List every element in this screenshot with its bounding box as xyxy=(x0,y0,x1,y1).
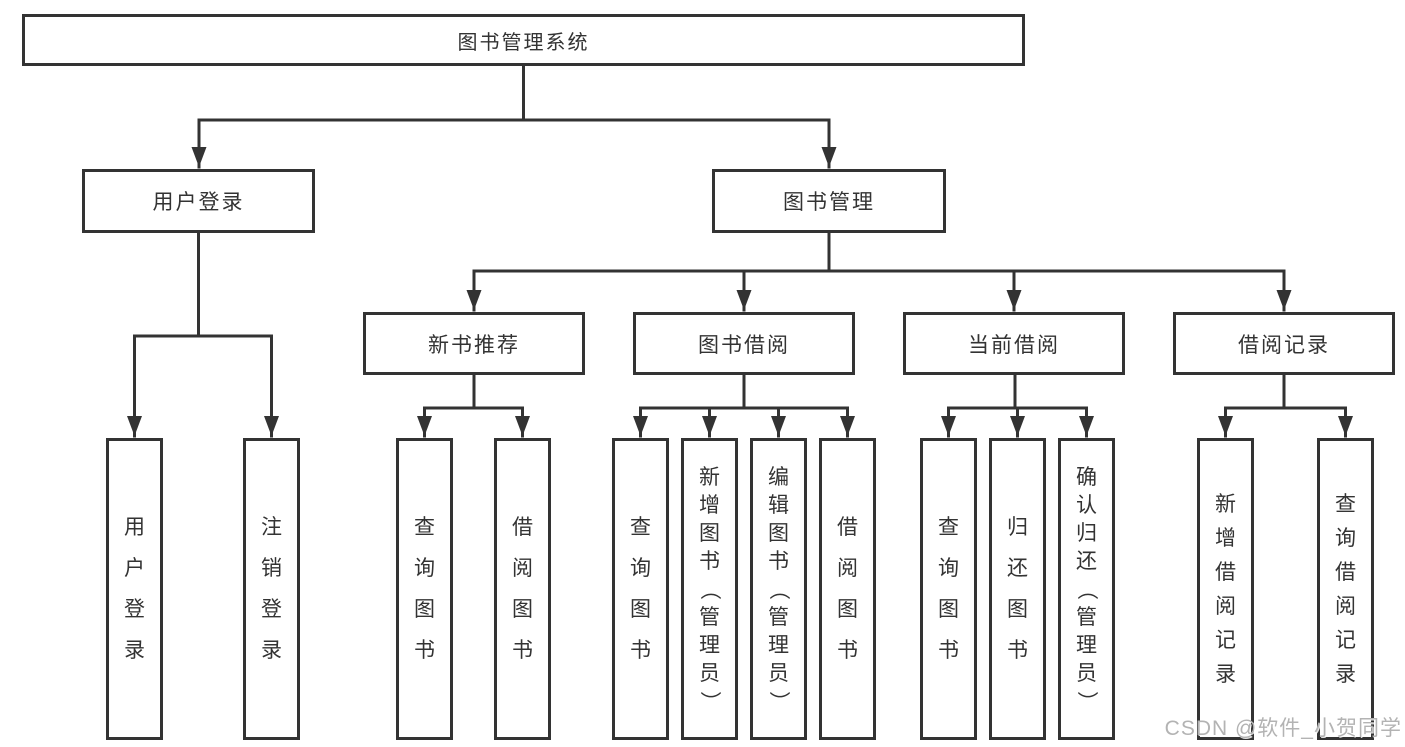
connector-root-to-level2 xyxy=(191,64,837,169)
leaf-add-books-admin: 新增图书（管理员） xyxy=(681,438,738,740)
leaf-return-books: 归还图书 xyxy=(989,438,1046,740)
node-library-management-system: 图书管理系统 xyxy=(22,14,1025,66)
leaf-query-books-current: 查询图书 xyxy=(920,438,977,740)
node-label: 新增借阅记录 xyxy=(1215,492,1236,686)
leaf-logout: 注销登录 xyxy=(243,438,300,740)
watermark: CSDN @软件_小贺同学 xyxy=(1164,717,1402,740)
leaf-add-borrow-record: 新增借阅记录 xyxy=(1197,438,1254,740)
node-label: 归还图书 xyxy=(1007,516,1028,662)
node-label: 借阅图书 xyxy=(837,516,858,662)
leaf-borrow-books-recommend: 借阅图书 xyxy=(494,438,551,740)
node-label: 新增图书（管理员） xyxy=(698,465,721,712)
leaf-query-borrow-record: 查询借阅记录 xyxy=(1317,438,1374,740)
node-label: 查询图书 xyxy=(938,516,959,662)
leaf-edit-books-admin: 编辑图书（管理员） xyxy=(750,438,807,740)
leaf-user-login: 用户登录 xyxy=(106,438,163,740)
node-book-management: 图书管理 xyxy=(712,169,946,233)
node-label: 查询图书 xyxy=(414,516,435,662)
leaf-confirm-return-admin: 确认归还（管理员） xyxy=(1058,438,1115,740)
leaf-query-books-borrow: 查询图书 xyxy=(612,438,669,740)
node-label: 查询图书 xyxy=(630,516,651,662)
leaf-borrow-books: 借阅图书 xyxy=(819,438,876,740)
node-label: 编辑图书（管理员） xyxy=(767,465,790,712)
connector-book-borrow-group xyxy=(633,373,855,438)
node-user-login: 用户登录 xyxy=(82,169,315,233)
node-label: 查询借阅记录 xyxy=(1335,492,1356,686)
connector-user-login-group xyxy=(127,231,279,438)
connector-book-management-group xyxy=(466,231,1292,312)
connector-current-borrow-group xyxy=(941,373,1094,438)
node-label: 借阅图书 xyxy=(512,516,533,662)
node-label: 用户登录 xyxy=(124,516,145,662)
leaf-query-books-recommend: 查询图书 xyxy=(396,438,453,740)
node-book-borrowing: 图书借阅 xyxy=(633,312,855,375)
node-current-borrowing: 当前借阅 xyxy=(903,312,1125,375)
node-label: 确认归还（管理员） xyxy=(1075,465,1098,712)
connector-borrow-records-group xyxy=(1218,373,1353,438)
connector-new-book-group xyxy=(417,373,530,438)
node-label: 注销登录 xyxy=(261,516,282,662)
node-new-book-recommendation: 新书推荐 xyxy=(363,312,585,375)
node-borrowing-records: 借阅记录 xyxy=(1173,312,1395,375)
